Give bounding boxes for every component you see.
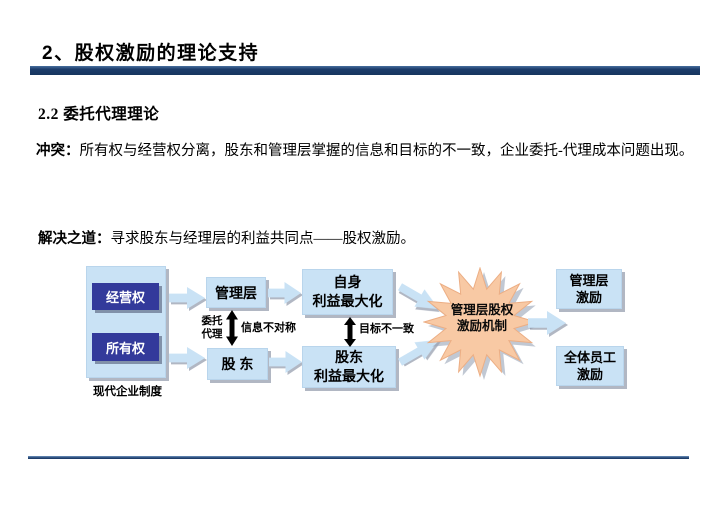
double-arrow-icon (344, 317, 356, 347)
shareholder-label: 股 东 (221, 356, 254, 372)
management-incentive-box: 管理层激励 (556, 269, 622, 309)
double-arrow-icon (226, 310, 238, 346)
title-divider (30, 66, 700, 75)
mechanism-label: 管理层股权激励机制 (450, 303, 514, 333)
all-staff-incentive-box: 全体员工激励 (556, 346, 624, 386)
arrow-right-icon (169, 287, 205, 309)
principal-agent-label: 委托代理 (201, 315, 223, 340)
conflict-text: 所有权与经营权分离，股东和管理层掌握的信息和目标的不一致，企业委托-代理成本问题… (79, 143, 694, 159)
arrow-right-icon (169, 347, 205, 369)
management-label: 管理层 (215, 284, 257, 301)
ownership-right-label: 所有权 (105, 340, 145, 356)
goal-inconsistency-label: 目标不一致 (359, 323, 414, 335)
footer-divider (28, 456, 689, 459)
modern-enterprise-caption: 现代企业制度 (93, 386, 162, 398)
info-asymmetry-label: 信息不对称 (241, 322, 296, 334)
arrow-right-icon (528, 311, 566, 335)
conflict-label: 冲突： (36, 143, 80, 159)
ownership-right-box: 所有权 (92, 333, 159, 361)
solution-text: 寻求股东与经理层的利益共同点——股权激励。 (110, 231, 416, 247)
arrow-right-icon (269, 351, 302, 373)
self-interest-max-box: 自身利益最大化 (302, 269, 393, 315)
solution-paragraph: 解决之道：寻求股东与经理层的利益共同点——股权激励。 (38, 224, 678, 255)
shareholder-interest-max-box: 股东利益最大化 (302, 346, 396, 388)
shareholder-box: 股 东 (207, 348, 268, 380)
section-heading: 2.2 委托代理理论 (38, 106, 160, 123)
arrow-right-icon (268, 282, 301, 304)
operating-right-box: 经营权 (92, 283, 159, 310)
page-title: 2、股权激励的理论支持 (42, 43, 260, 64)
operating-right-label: 经营权 (105, 290, 145, 305)
conflict-paragraph: 冲突：所有权与经营权分离，股东和管理层掌握的信息和目标的不一致，企业委托-代理成… (36, 136, 698, 167)
management-box: 管理层 (206, 277, 266, 308)
starburst-shape (423, 267, 540, 380)
solution-label: 解决之道： (38, 231, 111, 247)
